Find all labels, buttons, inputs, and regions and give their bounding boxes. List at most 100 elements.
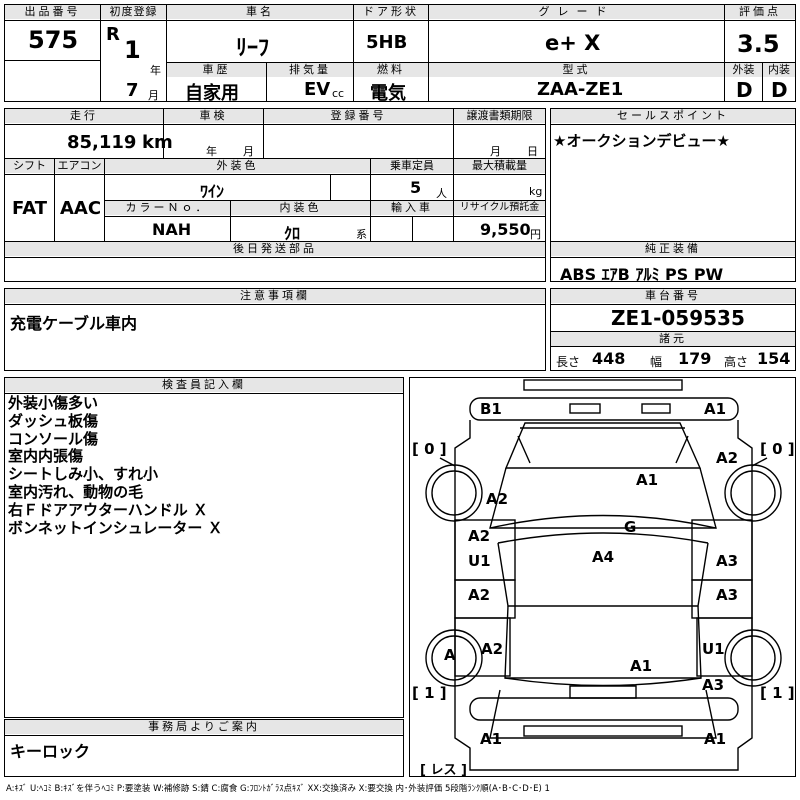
shift-value: FAT: [12, 198, 48, 219]
mileage-unit: km: [142, 132, 173, 153]
import-header: 輸入車: [371, 201, 453, 215]
displacement-unit: cc: [332, 87, 345, 100]
ac-value: AAC: [60, 198, 102, 219]
legend: A:ｷｽﾞ U:ﾍｺﾐ B:ｷｽﾞを伴うﾍｺﾐ P:要塗装 W:補修跡 S:錆 …: [6, 784, 550, 794]
shaken-month-unit: 月: [243, 145, 254, 158]
inspector-header: 検査員記入欄: [5, 378, 403, 392]
first-reg-year: 1: [124, 36, 141, 64]
displacement-value: EV: [304, 79, 331, 100]
mark-quarter-rr-2: A3: [702, 676, 725, 694]
note-line: コンソール傷: [8, 429, 99, 448]
sales-point-header: セールスポイント: [551, 109, 795, 123]
tire-rr-label: [ 1 ]: [760, 684, 795, 702]
mark-roof: A4: [592, 548, 615, 566]
later-parts-header: 後日発送部品: [5, 242, 545, 256]
mark-quarter-rl: A2: [481, 640, 504, 658]
overall-score: 3.5: [737, 30, 780, 58]
office-header: 事務局よりご案内: [5, 720, 403, 734]
mark-front-bumper-left: B1: [480, 400, 502, 418]
height-value: 154: [757, 349, 791, 368]
mark-door-fl: A2: [468, 527, 491, 545]
history-value: 自家用: [185, 83, 239, 104]
int-color-value: ｸﾛ: [284, 224, 301, 243]
door-type: 5HB: [366, 32, 408, 53]
recycle-value: 9,550: [480, 220, 531, 239]
grade-header: グレード: [429, 5, 724, 19]
width-value: 179: [678, 349, 712, 368]
ac-header: エアコン: [55, 159, 104, 173]
mark-rear-bumper-right: A1: [704, 730, 727, 748]
sales-point-text: ★オークションデビュー★: [553, 132, 730, 150]
car-outline-drawing: [425, 379, 782, 771]
first-reg-header: 初度登録: [101, 5, 166, 19]
length-label: 長さ: [556, 355, 581, 369]
int-color-unit: 系: [356, 228, 367, 241]
reg-no-header: 登録番号: [264, 109, 453, 123]
mark-trunk: A1: [630, 657, 653, 675]
first-reg-era: R: [106, 24, 120, 45]
shaken-year-unit: 年: [206, 145, 217, 158]
office-note: キーロック: [10, 742, 91, 761]
mark-door-fl-2: U1: [468, 552, 491, 570]
recycle-unit: 円: [530, 228, 541, 241]
note-line: ボンネットインシュレーター Ｘ: [8, 518, 223, 537]
note-line: シートしみ小、すれ小: [8, 465, 159, 484]
tire-fr-label: [ 0 ]: [760, 440, 795, 458]
mark-hood: A1: [636, 471, 659, 489]
ext-color-value: ﾜｲﾝ: [200, 182, 225, 201]
capacity-value: 5: [410, 178, 422, 197]
chassis-number: ZE1-059535: [611, 306, 745, 330]
inspector-notes: 外装小傷多い ダッシュ板傷 コンソール傷 室内内張傷 シートしみ小、すれ小 室内…: [8, 394, 223, 537]
door-header: ドア形状: [354, 5, 428, 19]
note-line: 室内汚れ、動物の毛: [8, 482, 144, 501]
model-code: ZAA-ZE1: [537, 79, 624, 100]
first-reg-month: 7: [126, 80, 139, 101]
mark-wheel-rl: A: [444, 646, 456, 664]
caution-header: 注意事項欄: [5, 289, 545, 303]
fuel-value: 電気: [370, 83, 406, 104]
score-header: 評価点: [725, 5, 795, 19]
capacity-unit: 人: [436, 187, 447, 200]
mark-fender-fl: A2: [486, 490, 509, 508]
note-line: ダッシュ板傷: [8, 411, 99, 430]
note-line: 室内内張傷: [8, 447, 84, 466]
lot-no-header: 出品番号: [5, 5, 100, 19]
mark-quarter-rr: U1: [702, 640, 725, 658]
mark-door-fr: A3: [716, 552, 739, 570]
inspector-block: [4, 377, 404, 718]
ext-color-header: 外装色: [105, 159, 370, 173]
car-name-header: 車名: [167, 5, 353, 19]
color-no-value: NAH: [152, 220, 192, 239]
length-value: 448: [592, 349, 626, 368]
tire-rl-label: [ 1 ]: [412, 684, 447, 702]
fuel-header: 燃料: [354, 63, 428, 77]
mark-door-rr: A3: [716, 586, 739, 604]
recycle-header: リサイクル預託金: [454, 201, 545, 215]
lot-number: 575: [28, 26, 79, 54]
first-reg-month-unit: 月: [148, 89, 159, 102]
inspection-header: 車検: [164, 109, 263, 123]
displacement-header: 排気量: [267, 63, 353, 77]
width-label: 幅: [650, 355, 663, 369]
transfer-day-unit: 日: [527, 145, 538, 158]
mark-fender-fr: A2: [716, 449, 739, 467]
shift-header: シフト: [5, 159, 54, 173]
mark-windshield: G: [624, 518, 637, 536]
car-diagram: [409, 377, 796, 777]
model-code-header: 型式: [429, 63, 724, 77]
max-load-header: 最大積載量: [454, 159, 545, 173]
equipment-header: 純正装備: [551, 242, 795, 256]
mark-rear-bumper-left: A1: [480, 730, 503, 748]
grade: e+ X: [545, 31, 601, 55]
interior-score: D: [771, 78, 788, 102]
exterior-score-header: 外装: [725, 63, 762, 77]
spare-label: [ レス ]: [420, 763, 467, 778]
color-no-header: カラーＮｏ．: [105, 201, 230, 215]
transfer-month-unit: 月: [490, 145, 501, 158]
tire-fl-label: [ 0 ]: [412, 440, 447, 458]
int-color-header: 内装色: [231, 201, 370, 215]
equipment-text: ABS ｴｱB ｱﾙﾐ PS PW: [560, 265, 724, 284]
interior-score-header: 内装: [763, 63, 795, 77]
capacity-header: 乗車定員: [371, 159, 453, 173]
note-line: 右Ｆドアアウターハンドル Ｘ: [8, 500, 208, 519]
